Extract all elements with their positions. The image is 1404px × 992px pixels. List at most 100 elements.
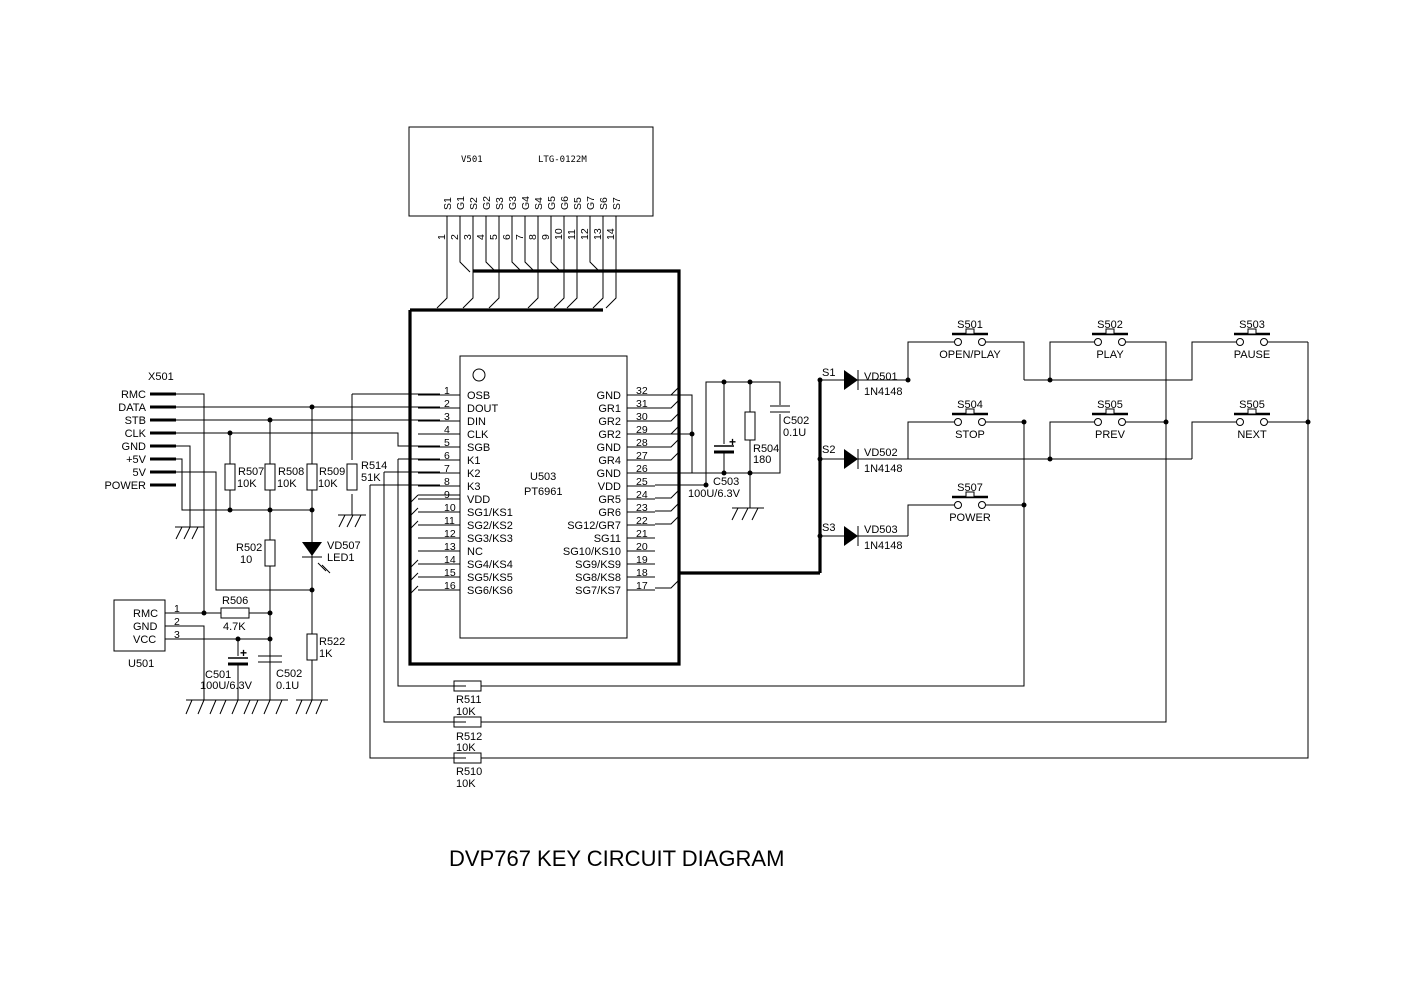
r504-val: 180 bbox=[753, 454, 771, 466]
r508-val: 10K bbox=[277, 478, 297, 490]
switch-matrix-wires bbox=[905, 341, 1311, 536]
ic-right-pin-name: GR2 bbox=[598, 416, 621, 428]
connector-pin-label: 5V bbox=[133, 467, 147, 479]
r502-led-section: R502 10 VD507 LED1 R522 1K bbox=[236, 510, 361, 700]
r508-ref: R508 bbox=[278, 466, 304, 478]
receiver-u501: RMC GND VCC U501 1 2 3 R506 4.7K + C501 … bbox=[113, 595, 302, 700]
ic-right-pin-number: 25 bbox=[636, 476, 648, 488]
ic-ref: U503 bbox=[530, 471, 556, 483]
switch-label: POWER bbox=[949, 512, 991, 524]
display-pin-label: G2 bbox=[481, 196, 493, 210]
display-wires bbox=[436, 244, 617, 309]
c502b-ref: C502 bbox=[783, 415, 809, 427]
receiver-ref: U501 bbox=[128, 658, 154, 670]
r507-val: 10K bbox=[237, 478, 257, 490]
switch-ref: S501 bbox=[957, 319, 983, 331]
display-ref: V501 bbox=[461, 155, 483, 165]
switch-ref: S503 bbox=[1239, 319, 1265, 331]
led-ref: VD507 bbox=[327, 540, 361, 552]
ic-left-pin-number: 11 bbox=[444, 515, 455, 527]
display-pin-number: 12 bbox=[579, 228, 591, 240]
r504-ref: R504 bbox=[753, 443, 779, 455]
bus-lines bbox=[408, 269, 822, 666]
r511-ref: R511 bbox=[456, 694, 481, 706]
ic-right-pin-number: 24 bbox=[636, 489, 648, 501]
svg-text:3: 3 bbox=[174, 629, 180, 641]
switch-ref: S502 bbox=[1097, 319, 1123, 331]
svg-text:1: 1 bbox=[174, 603, 180, 615]
ic-left-pin-number: 1 bbox=[444, 385, 450, 397]
ic-right-pin-name: SG9/KS9 bbox=[575, 559, 621, 571]
r514-val: 51K bbox=[361, 472, 381, 484]
connector-ref: X501 bbox=[148, 371, 174, 383]
ic-right-pin-number: 23 bbox=[636, 502, 648, 514]
receiver-pin-gnd: GND bbox=[133, 621, 158, 633]
display-pin-number: 5 bbox=[488, 234, 500, 240]
switch-ref: S504 bbox=[957, 399, 983, 411]
vd503-val: 1N4148 bbox=[864, 540, 903, 552]
ic-left-pin-name: SG3/KS3 bbox=[467, 533, 513, 545]
ic-right-pin-name: GR2 bbox=[598, 429, 621, 441]
connector-pin-label: GND bbox=[122, 441, 147, 453]
display-pin-number: 13 bbox=[592, 228, 604, 240]
ic-right-pin-number: 28 bbox=[636, 437, 648, 449]
display-part: LTG-0122M bbox=[538, 155, 587, 165]
ic-left-pin-number: 13 bbox=[444, 541, 456, 553]
power-decoupling: + R504 180 C502 0.1U C503 100U/6.3V bbox=[688, 379, 809, 508]
ic-left-pin-name: K1 bbox=[467, 455, 480, 467]
ic-left-pin-number: 2 bbox=[444, 398, 450, 410]
svg-text:+: + bbox=[240, 646, 247, 660]
ic-right-pin-name: GR4 bbox=[598, 455, 621, 467]
display-pin-label: G1 bbox=[455, 196, 467, 210]
ic-right-pin-name: GR1 bbox=[598, 403, 621, 415]
ic-right-pin-number: 19 bbox=[636, 554, 648, 566]
display-pin-label: S3 bbox=[494, 197, 506, 210]
net-s2: S2 bbox=[822, 444, 835, 456]
ic-left-pin-name: K3 bbox=[467, 481, 480, 493]
ic-left-pin-name: SG4/KS4 bbox=[467, 559, 513, 571]
ic-left-pin-name: SG2/KS2 bbox=[467, 520, 513, 532]
ic-left-pin-number: 3 bbox=[444, 411, 450, 423]
ic-right-pin-number: 21 bbox=[636, 528, 648, 540]
led-val: LED1 bbox=[327, 552, 355, 564]
ic-right-pin-name: SG12/GR7 bbox=[567, 520, 621, 532]
r514-ref: R514 bbox=[361, 460, 387, 472]
net-s1: S1 bbox=[822, 367, 835, 379]
display-pin-label: G6 bbox=[559, 196, 571, 210]
display-pin-label: G4 bbox=[520, 196, 532, 210]
ic-right-pin-number: 17 bbox=[636, 580, 648, 592]
switch-ref: S505 bbox=[1239, 399, 1265, 411]
ic-right-pin-number: 22 bbox=[636, 515, 648, 527]
vd501-val: 1N4148 bbox=[864, 386, 903, 398]
r511-val: 10K bbox=[456, 706, 476, 718]
ic-right-pin-number: 30 bbox=[636, 411, 648, 423]
ic-right-pin-name: SG10/KS10 bbox=[563, 546, 621, 558]
display-pin-label: G7 bbox=[585, 196, 597, 210]
vd503-ref: VD503 bbox=[864, 524, 898, 536]
r522-ref: R522 bbox=[319, 636, 345, 648]
svg-text:2: 2 bbox=[174, 616, 180, 628]
ic-right-bus-stubs bbox=[655, 381, 781, 589]
ic-left-pin-name: DIN bbox=[467, 416, 486, 428]
switches: S501OPEN/PLAYS502PLAYS503PAUSES504STOPS5… bbox=[939, 319, 1270, 524]
net-s3: S3 bbox=[822, 522, 835, 534]
ic-left-pin-number: 10 bbox=[444, 502, 456, 514]
r510-ref: R510 bbox=[456, 766, 482, 778]
ic-right-pin-name: GND bbox=[597, 442, 622, 454]
ic-right-pin-name: GND bbox=[597, 468, 622, 480]
receiver-pin-rmc: RMC bbox=[133, 608, 158, 620]
ic-left-pin-name: K2 bbox=[467, 468, 480, 480]
c503-ref: C503 bbox=[713, 476, 739, 488]
ic-right-pin-name: GR5 bbox=[598, 494, 621, 506]
display-pin-number: 4 bbox=[475, 234, 487, 240]
connector-pin-label: POWER bbox=[104, 480, 146, 492]
